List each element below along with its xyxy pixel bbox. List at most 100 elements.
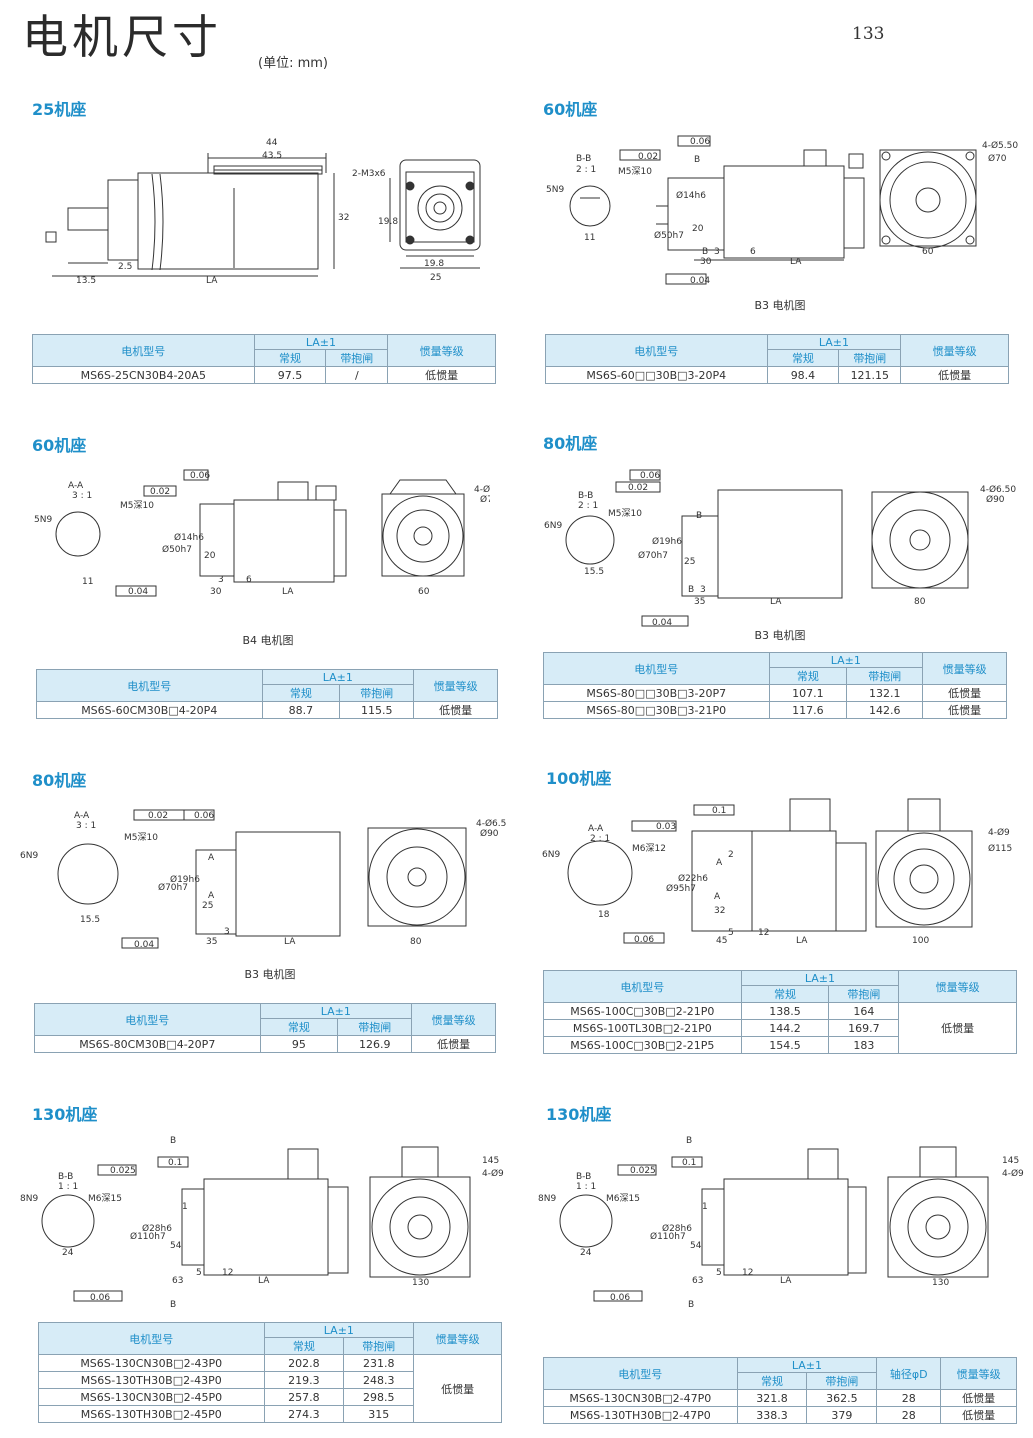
- cell-la-brake: 315: [343, 1405, 415, 1423]
- dim-label: 11: [584, 233, 595, 243]
- dim-label: 11: [82, 577, 93, 587]
- dim-label: 4-Ø6.5: [476, 818, 506, 829]
- dim-label: 35: [694, 597, 705, 607]
- dim-label: Ø19h6: [652, 536, 682, 547]
- cell-model: MS6S-80□□30B□3-20P7: [543, 684, 770, 702]
- dim-label: 0.025: [110, 1166, 136, 1176]
- cell-model: MS6S-25CN30B4-20A5: [32, 366, 255, 384]
- dim-label: 0.02: [638, 152, 658, 162]
- dim-label: 80: [410, 937, 422, 947]
- dim-label: A: [208, 891, 215, 901]
- cell-model: MS6S-100C□30B□2-21P5: [543, 1036, 742, 1054]
- dim-label: 0.1: [682, 1158, 696, 1168]
- th-la: LA±1: [736, 1357, 878, 1373]
- dim-label: B: [702, 247, 708, 257]
- dim-label: 8N9: [20, 1194, 38, 1204]
- section-title-80-b4: 80机座: [32, 771, 87, 790]
- cell-la-brake: 362.5: [806, 1389, 878, 1407]
- cell-la-normal: 154.5: [740, 1036, 830, 1054]
- dim-label: Ø70h7: [638, 550, 668, 561]
- cell-la-brake: 183: [828, 1036, 900, 1054]
- th-model: 电机型号: [36, 669, 263, 702]
- drawing-130-frame-a: B-B 1 : 1 M6深15 24 8N9 B 0.1 0.025 Ø110h…: [18, 1135, 508, 1310]
- dim-label: 3 : 1: [76, 821, 96, 831]
- dim-label: 3: [218, 575, 224, 585]
- th-brake: 带抱闸: [806, 1372, 878, 1390]
- dim-label: 19.8: [424, 259, 444, 269]
- dim-label: Ø115: [988, 843, 1012, 854]
- cell-la-brake: 126.9: [337, 1035, 413, 1053]
- dim-label: Ø28h6: [662, 1223, 692, 1234]
- dim-label: 0.06: [90, 1293, 110, 1303]
- cell-la-normal: 117.6: [768, 701, 848, 719]
- th-inertia: 惯量等级: [900, 334, 1009, 367]
- th-normal: 常规: [768, 667, 848, 685]
- section-title-25: 25机座: [32, 100, 87, 119]
- cell-la-normal: 88.7: [261, 701, 341, 719]
- th-normal: 常规: [740, 985, 830, 1003]
- section-title-100: 100机座: [546, 769, 612, 788]
- dim-label: Ø70: [480, 494, 490, 505]
- th-model: 电机型号: [32, 334, 255, 367]
- cell-la-normal: 202.8: [263, 1354, 345, 1372]
- dim-label: 20: [692, 224, 704, 234]
- dim-label: 0.02: [150, 487, 170, 497]
- dim-label: 0.04: [652, 618, 672, 628]
- dim-label: 5N9: [34, 515, 52, 525]
- cell-model: MS6S-60□□30B□3-20P4: [545, 366, 768, 384]
- dim-label: B-B: [576, 1172, 591, 1182]
- cell-la-brake: 142.6: [846, 701, 924, 719]
- dim-label: 3: [714, 247, 720, 257]
- caption-60-b4: B4 电机图: [242, 634, 294, 647]
- dim-label: 18: [598, 910, 610, 920]
- th-inertia: 惯量等级: [387, 334, 496, 367]
- dim-label: 19.8: [378, 217, 398, 227]
- dim-label: Ø110h7: [130, 1231, 166, 1242]
- dim-label: 1 : 1: [58, 1182, 78, 1192]
- cell-inertia: 低惯量: [922, 701, 1007, 719]
- dim-label: 0.04: [134, 940, 154, 950]
- th-la: LA±1: [253, 334, 389, 350]
- cell-inertia: 低惯量: [387, 366, 496, 384]
- dim-label: Ø22h6: [678, 873, 708, 884]
- cell-model: MS6S-100C□30B□2-21P0: [543, 1002, 742, 1020]
- dim-label: 20: [204, 551, 216, 561]
- dim-label: 0.06: [640, 471, 660, 481]
- dim-label: Ø95h7: [666, 883, 696, 894]
- th-la: LA±1: [766, 334, 902, 350]
- dim-label: 0.02: [148, 811, 168, 821]
- dim-label: 0.1: [168, 1158, 182, 1168]
- dim-label: 145: [482, 1156, 499, 1166]
- dim-label: 2 : 1: [576, 165, 596, 175]
- cell-model: MS6S-100TL30B□2-21P0: [543, 1019, 742, 1037]
- dim-label: 5: [716, 1268, 722, 1278]
- dim-label: A-A: [588, 824, 604, 834]
- dim-label: B: [688, 1300, 694, 1310]
- cell-model: MS6S-130TH30B□2-45P0: [38, 1405, 265, 1423]
- th-brake: 带抱闸: [337, 1018, 413, 1036]
- dim-label: 54: [170, 1241, 182, 1251]
- cell-model: MS6S-130TH30B□2-47P0: [543, 1406, 738, 1424]
- cell-la-brake: 115.5: [339, 701, 415, 719]
- th-brake: 带抱闸: [828, 985, 900, 1003]
- dim-label: B-B: [58, 1172, 73, 1182]
- dim-label: 24: [580, 1248, 592, 1258]
- dim-label: LA: [770, 597, 782, 607]
- th-shaft: 轴径φD: [876, 1357, 942, 1390]
- dim-label: 0.03: [656, 822, 676, 832]
- cell-la-normal: 107.1: [768, 684, 848, 702]
- dim-label: A-A: [68, 481, 84, 491]
- dim-label: 25: [430, 273, 441, 283]
- dim-label: 130: [932, 1278, 949, 1288]
- dim-label: 5: [196, 1268, 202, 1278]
